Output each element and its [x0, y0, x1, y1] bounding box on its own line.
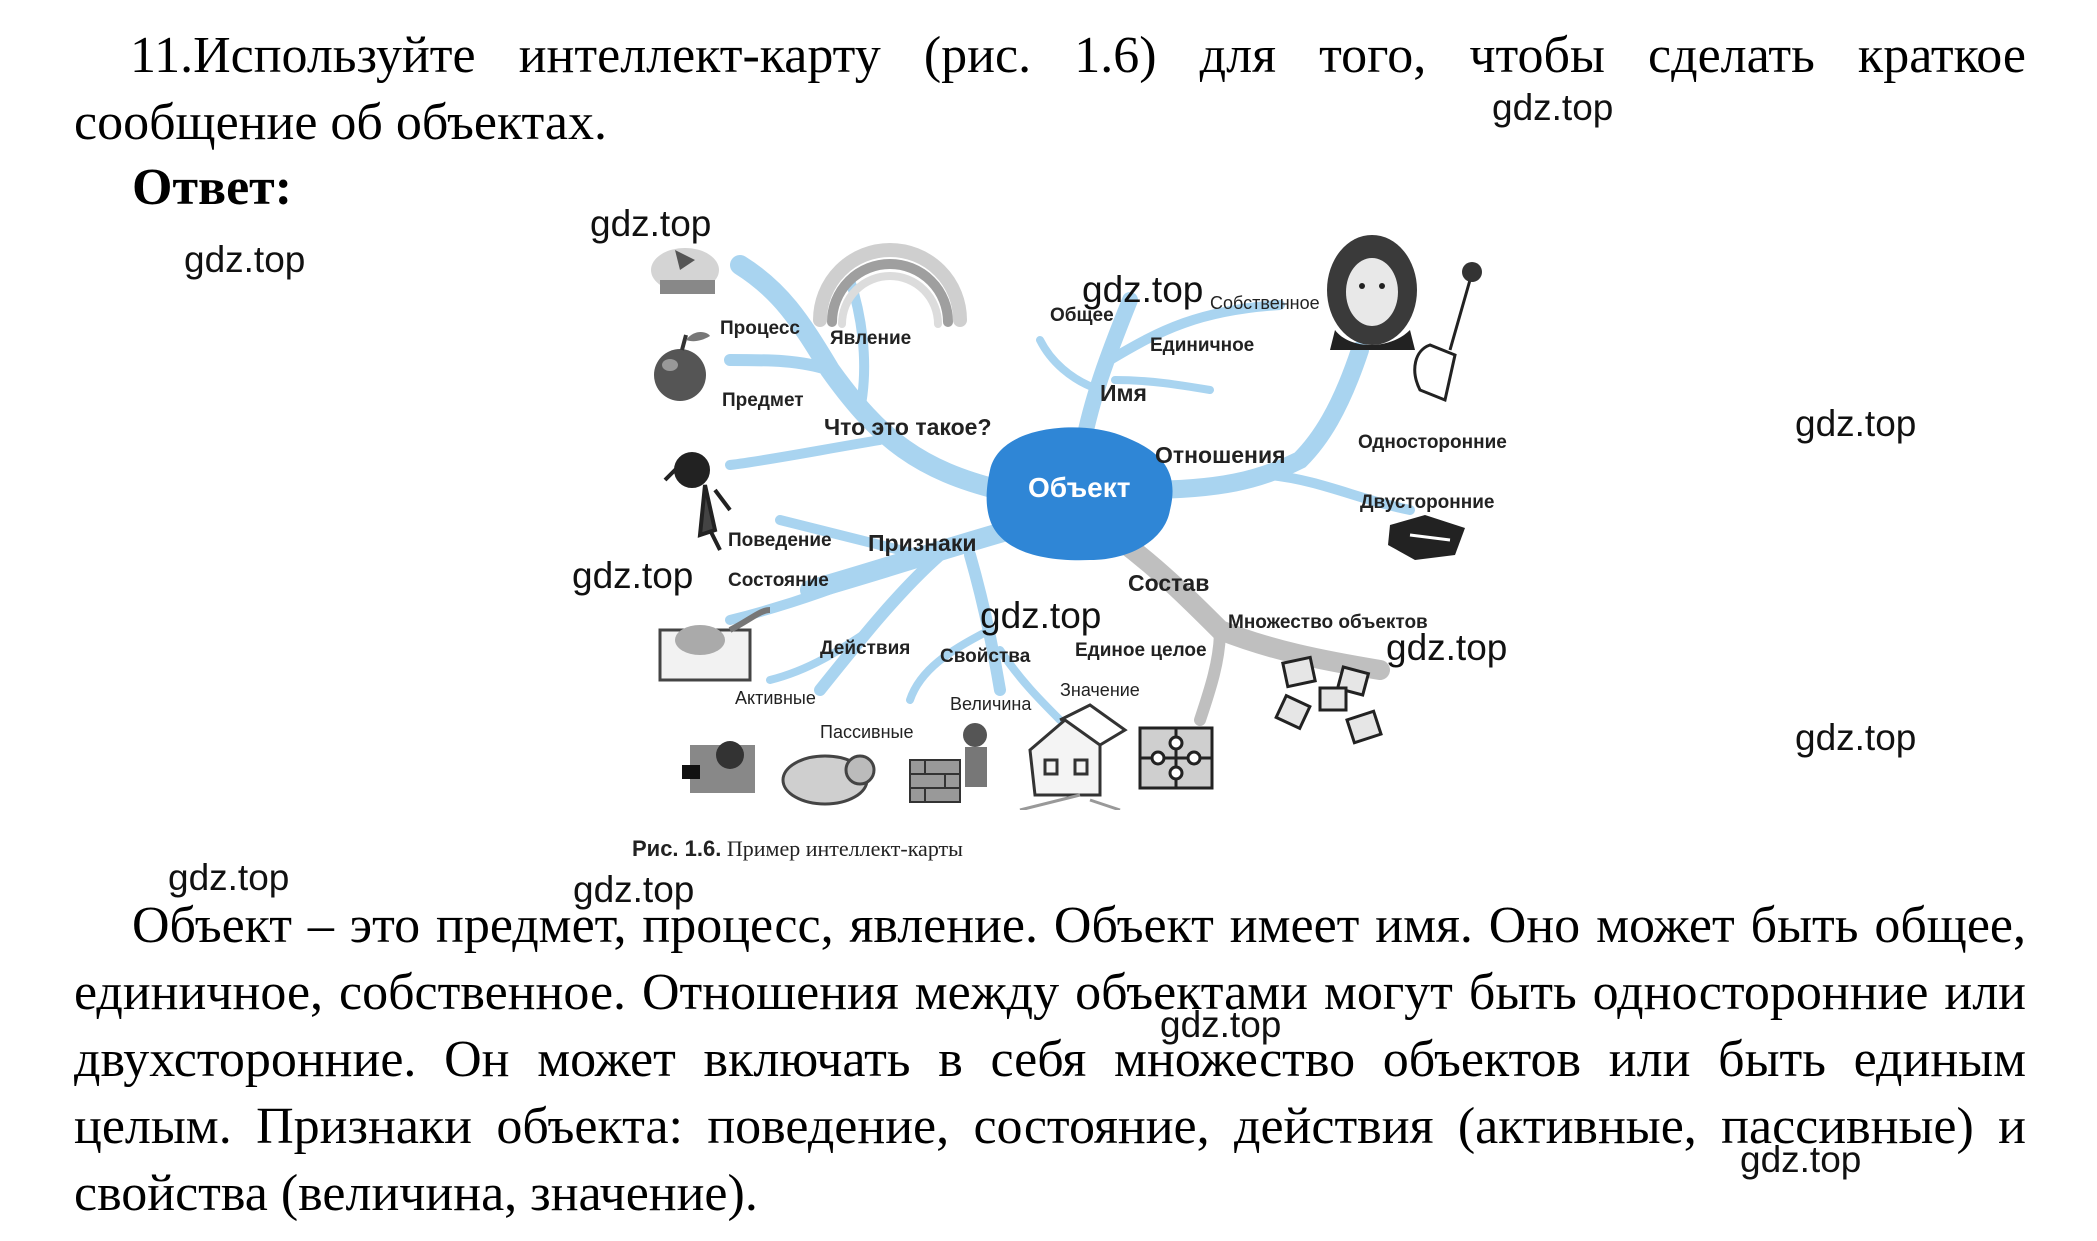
watermark: gdz.top [168, 857, 290, 898]
watermark: gdz.top [1082, 269, 1204, 310]
label-name: Имя [1100, 380, 1147, 406]
watermark: gdz.top [1795, 717, 1917, 758]
label-magnitude: Величина [950, 694, 1032, 714]
label-composition: Состав [1128, 570, 1210, 596]
answer-heading: Ответ: [132, 159, 293, 216]
label-what-is-it: Что это такое? [824, 414, 992, 440]
caption-number: Рис. 1.6. [632, 836, 722, 861]
label-properties: Свойства [940, 646, 1031, 667]
label-relations: Отношения [1155, 442, 1286, 468]
label-item: Предмет [722, 390, 804, 411]
watermark: gdz.top [980, 595, 1102, 636]
mind-map-figure: Объект Процесс Явление Предмет Что это т… [620, 210, 1540, 870]
label-single: Единичное [1150, 335, 1255, 356]
label-features: Признаки [868, 530, 977, 556]
label-actions: Действия [820, 638, 911, 659]
mind-map-center: Объект [1028, 472, 1131, 503]
mind-map-drawing [651, 235, 1482, 810]
label-value: Значение [1060, 680, 1140, 700]
watermark: gdz.top [573, 869, 695, 910]
label-state: Состояние [728, 570, 829, 591]
watermark: gdz.top [590, 203, 712, 244]
label-one-way: Односторонние [1358, 432, 1507, 453]
label-active: Активные [735, 688, 816, 708]
watermark: gdz.top [1492, 87, 1614, 128]
watermark: gdz.top [1386, 627, 1508, 668]
label-many-objects: Множество объектов [1228, 612, 1428, 633]
figure-caption: Рис. 1.6. Пример интеллект-карты [632, 836, 963, 862]
label-passive: Пассивные [820, 722, 914, 742]
question-text: 11.Используйте интеллект-карту (рис. 1.6… [74, 27, 2026, 151]
label-two-way: Двусторонние [1360, 492, 1495, 513]
label-whole: Единое целое [1075, 640, 1207, 661]
watermark: gdz.top [1795, 403, 1917, 444]
watermark: gdz.top [1160, 1004, 1282, 1045]
label-proper: Собственное [1210, 293, 1320, 313]
label-phenomenon: Явление [830, 328, 912, 349]
watermark: gdz.top [1740, 1139, 1862, 1180]
watermark: gdz.top [572, 555, 694, 596]
answer-text: Объект – это предмет, процесс, явление. … [74, 897, 2026, 1222]
caption-text: Пример интеллект-карты [726, 836, 963, 861]
label-process: Процесс [720, 318, 800, 339]
label-behavior: Поведение [728, 530, 832, 551]
watermark: gdz.top [184, 239, 306, 280]
label-general: Общее [1050, 305, 1114, 326]
